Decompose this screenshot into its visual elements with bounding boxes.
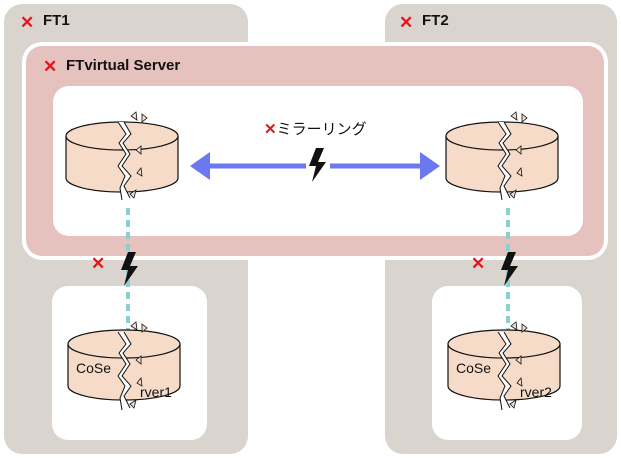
mirroring-label: ✕ミラーリング [264,118,367,139]
x-mark-icon: ✕ [20,13,35,32]
cluster-server-2-label-part2: rver2 [520,384,552,400]
cluster-server-2-label-part1: CoSe [456,360,492,376]
mirroring-text: ミラーリング [276,121,367,138]
x-mark-icon: ✕ [43,57,58,76]
ft1-label: FT1 [43,12,70,29]
x-mark-icon: ✕ [264,121,277,138]
disk-icon [65,121,179,193]
cluster-server-1-label-part1: CoSe [76,360,112,376]
cluster-server-1-label-part2: rver1 [140,384,172,400]
x-mark-icon: ✕ [399,13,414,32]
x-mark-icon: ✕ [471,254,486,273]
lightning-icon [306,146,330,184]
virtual-server-label: FTvirtual Server [66,57,181,74]
x-mark-icon: ✕ [91,254,106,273]
disk-icon [445,121,559,193]
ft2-label: FT2 [422,12,449,29]
